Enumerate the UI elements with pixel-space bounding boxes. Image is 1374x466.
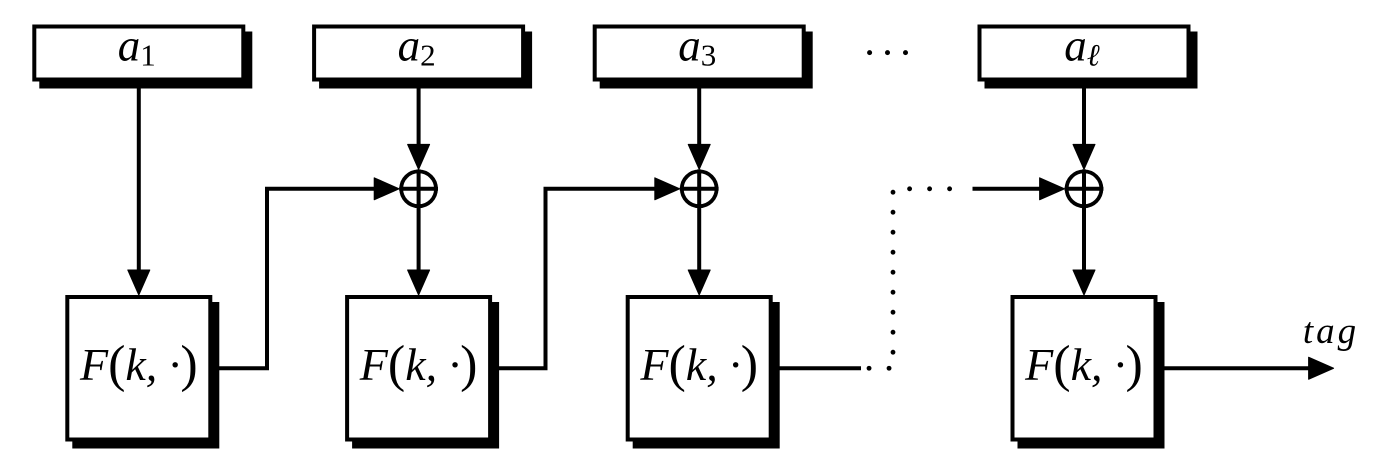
- svg-text:F(k, ·): F(k, ·): [639, 336, 758, 393]
- svg-text:F(k, ·): F(k, ·): [1024, 336, 1143, 393]
- svg-text:tag: tag: [1303, 311, 1359, 352]
- svg-text:aℓ: aℓ: [1064, 21, 1100, 73]
- svg-text:F(k, ·): F(k, ·): [359, 336, 478, 393]
- svg-text:F(k, ·): F(k, ·): [79, 336, 198, 393]
